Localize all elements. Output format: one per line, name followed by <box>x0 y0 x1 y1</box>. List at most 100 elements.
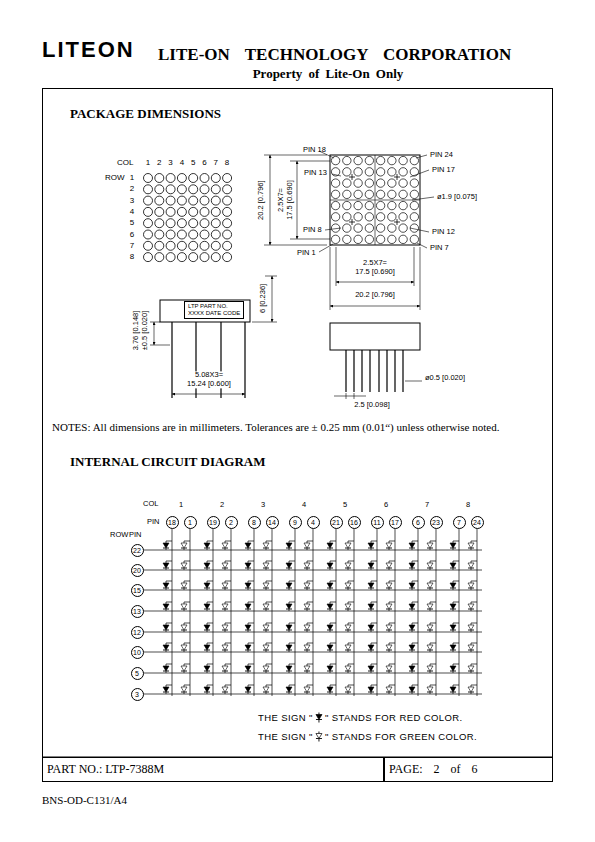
led-dot <box>200 219 209 228</box>
led-dot <box>343 235 351 243</box>
display-side-body <box>160 300 250 322</box>
footer-cell: PART NO.: LTP-7388M <box>42 757 384 782</box>
column-number: 5 <box>343 501 347 510</box>
pin-circle: 15 <box>131 584 144 597</box>
pin-number: 9 <box>293 519 297 526</box>
led-dot <box>177 207 186 216</box>
pin-label: PIN 8 <box>303 226 322 235</box>
led-dot <box>155 241 164 250</box>
property-note: Property of Lite-On Only <box>253 67 404 82</box>
column-number: 8 <box>225 158 229 167</box>
axis-label: ROW <box>105 173 125 182</box>
pin-number: 5 <box>135 670 139 677</box>
led-dot <box>354 179 362 187</box>
pin-number: 15 <box>133 587 141 594</box>
led-dot <box>354 213 362 221</box>
pin-circle: 4 <box>307 516 320 529</box>
pin-label: PIN 7 <box>430 244 449 253</box>
diode-bar <box>163 548 474 692</box>
led-dot <box>144 219 153 228</box>
led-dot <box>410 156 418 164</box>
dimension-line <box>272 276 273 322</box>
led-dot <box>331 235 339 243</box>
row-number: 1 <box>130 173 134 182</box>
dimension-label: ø1.9 [0.075] <box>437 193 477 202</box>
dimension-label: 3.76 [0.148] ±0.5 [0.020] <box>132 308 149 353</box>
led-dot <box>166 219 175 228</box>
led-dot <box>189 230 198 239</box>
extension-lines <box>264 155 420 310</box>
leader-lines <box>319 151 434 252</box>
led-dot <box>223 185 232 194</box>
led-dot <box>200 196 209 205</box>
led-dot <box>223 174 232 183</box>
pin-number: 12 <box>133 629 141 636</box>
led-dot <box>177 219 186 228</box>
led-dot <box>354 190 362 198</box>
row-number: 3 <box>130 196 134 205</box>
led-dot <box>343 201 351 209</box>
pin-circle: 3 <box>131 688 144 701</box>
led-dot <box>354 168 362 176</box>
led-dot <box>200 253 209 262</box>
led-dot <box>223 219 232 228</box>
row-number: 6 <box>130 230 134 239</box>
led-dot <box>166 196 175 205</box>
led-dot <box>376 201 384 209</box>
document-code: BNS-OD-C131/A4 <box>42 794 127 807</box>
led-dot <box>410 179 418 187</box>
pin-number: 20 <box>133 567 141 574</box>
pin-number: 19 <box>209 519 217 526</box>
led-dot <box>211 241 220 250</box>
led-dot <box>399 224 407 232</box>
led-dot <box>343 156 351 164</box>
led-dot <box>365 235 373 243</box>
led-dot <box>365 190 373 198</box>
dimension-line <box>172 394 245 395</box>
led-dot <box>388 190 396 198</box>
led-dot <box>410 213 418 221</box>
note-text: NOTES: All dimensions are in millimeters… <box>52 421 499 434</box>
bottom-pins <box>346 350 403 392</box>
led-dot <box>223 241 232 250</box>
pin-circle: 12 <box>131 626 144 639</box>
led-dot <box>376 224 384 232</box>
pin-label: PIN 18 <box>303 146 326 155</box>
column-number: 1 <box>146 158 150 167</box>
row-number: 7 <box>130 241 134 250</box>
led-dot <box>189 219 198 228</box>
dimension-line <box>154 322 155 345</box>
pin-circle: 24 <box>471 516 484 529</box>
pin-circle: 9 <box>289 516 302 529</box>
column-number: 5 <box>191 158 195 167</box>
led-dot <box>410 168 418 176</box>
led-dot <box>211 253 220 262</box>
led-dot <box>376 156 384 164</box>
column-number: 2 <box>157 158 161 167</box>
pin-circle: 6 <box>412 516 425 529</box>
led-dot <box>410 190 418 198</box>
quadrant-lines <box>330 155 420 245</box>
column-number: 7 <box>425 501 429 510</box>
led-dot <box>211 196 220 205</box>
pin-label: PIN 13 <box>304 169 327 178</box>
led-dot <box>376 168 384 176</box>
column-number: 8 <box>466 501 470 510</box>
led-dot <box>189 174 198 183</box>
led-dot <box>211 230 220 239</box>
pin-circle: 7 <box>453 516 466 529</box>
side-pins <box>172 322 245 398</box>
led-dot <box>223 196 232 205</box>
led-dot <box>144 230 153 239</box>
column-number: 3 <box>261 501 265 510</box>
dimension-line <box>330 306 420 307</box>
dimension-label: 2.5X7= 17.5 [0.690] <box>277 180 294 220</box>
led-dot <box>365 168 373 176</box>
column-number: 1 <box>179 501 183 510</box>
led-dot <box>144 174 153 183</box>
led-dot <box>399 179 407 187</box>
footer-text: PAGE: 2 of 6 <box>389 762 478 777</box>
led-dot <box>155 196 164 205</box>
row-number: 4 <box>130 207 134 216</box>
